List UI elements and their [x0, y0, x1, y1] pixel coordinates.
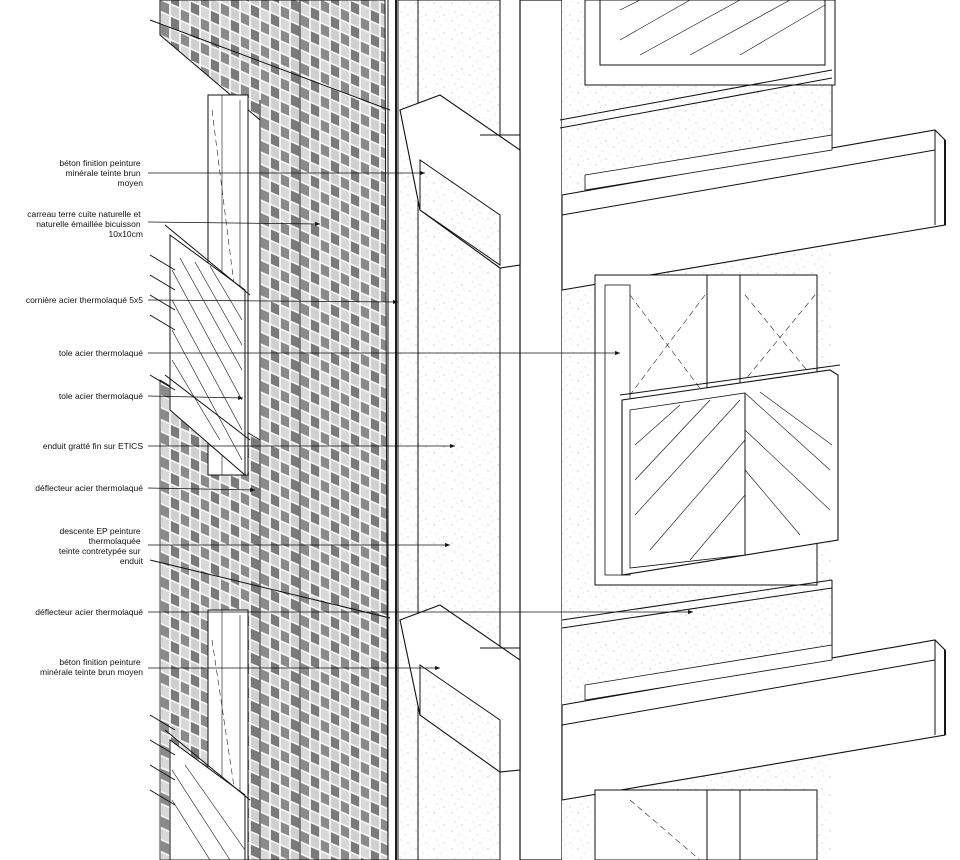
annotation-carreau: carreau terre cuite naturelle et naturel… [27, 209, 143, 239]
annotation-tole-2: tole acier thermolaqué [59, 391, 143, 401]
annotation-beton-2: béton finition peinture minérale teinte … [40, 657, 143, 677]
left-railing-lower [149, 714, 251, 860]
right-window-bottom [594, 789, 818, 860]
annotation-deflecteur-1: déflecteur acier thermolaqué [35, 483, 143, 493]
right-railing-middle [619, 364, 841, 576]
left-railing-upper [149, 224, 251, 477]
slab-beam-lower-right [561, 639, 946, 801]
tile-cladding [149, 0, 397, 860]
right-mid-band [561, 579, 833, 629]
annotation-tole-1: tole acier thermolaqué [59, 348, 143, 358]
leader-lines [147, 170, 693, 671]
right-window-top [559, 0, 836, 129]
annotations: béton finition peinture minérale teinte … [26, 158, 144, 677]
annotation-beton-1: béton finition peinture minérale teinte … [59, 158, 143, 188]
annotation-deflecteur-2: déflecteur acier thermolaqué [35, 607, 143, 617]
slab-edge-upper-left [399, 94, 521, 269]
annotation-corniere: cornière acier thermolaqué 5x5 [26, 295, 143, 305]
annotation-descente: descente EP peinture thermolaquée teinte… [59, 526, 144, 566]
slab-edge-lower-left [399, 604, 521, 773]
annotation-enduit: enduit gratté fin sur ETICS [43, 441, 143, 451]
slab-beam-upper-right [561, 129, 946, 291]
